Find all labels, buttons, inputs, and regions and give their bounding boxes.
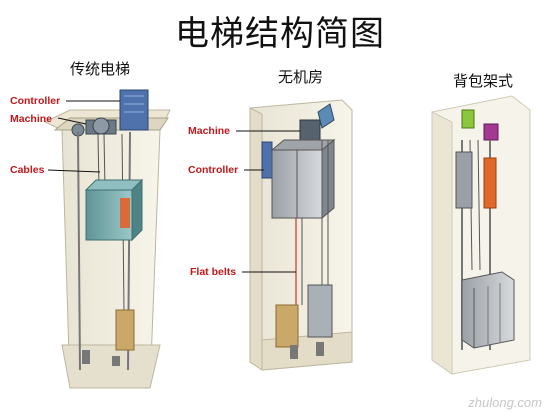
label-mrl-machine: Machine xyxy=(188,125,231,137)
mrl-elevator xyxy=(249,99,353,371)
caption-backpack: 背包架式 xyxy=(453,72,514,90)
label-machine: Machine xyxy=(10,113,53,125)
caption-traditional: 传统电梯 xyxy=(70,60,131,78)
label-controller: Controller xyxy=(10,95,61,107)
label-mrl-controller: Controller xyxy=(188,164,239,176)
label-cables: Cables xyxy=(10,164,45,176)
watermark: zhulong.com xyxy=(468,395,542,410)
caption-mrl: 无机房 xyxy=(278,68,324,86)
backpack-elevator xyxy=(431,95,531,375)
label-flat-belts: Flat belts xyxy=(190,266,237,278)
traditional-elevator xyxy=(43,89,171,389)
diagram-title: 电梯结构简图 xyxy=(175,14,385,54)
